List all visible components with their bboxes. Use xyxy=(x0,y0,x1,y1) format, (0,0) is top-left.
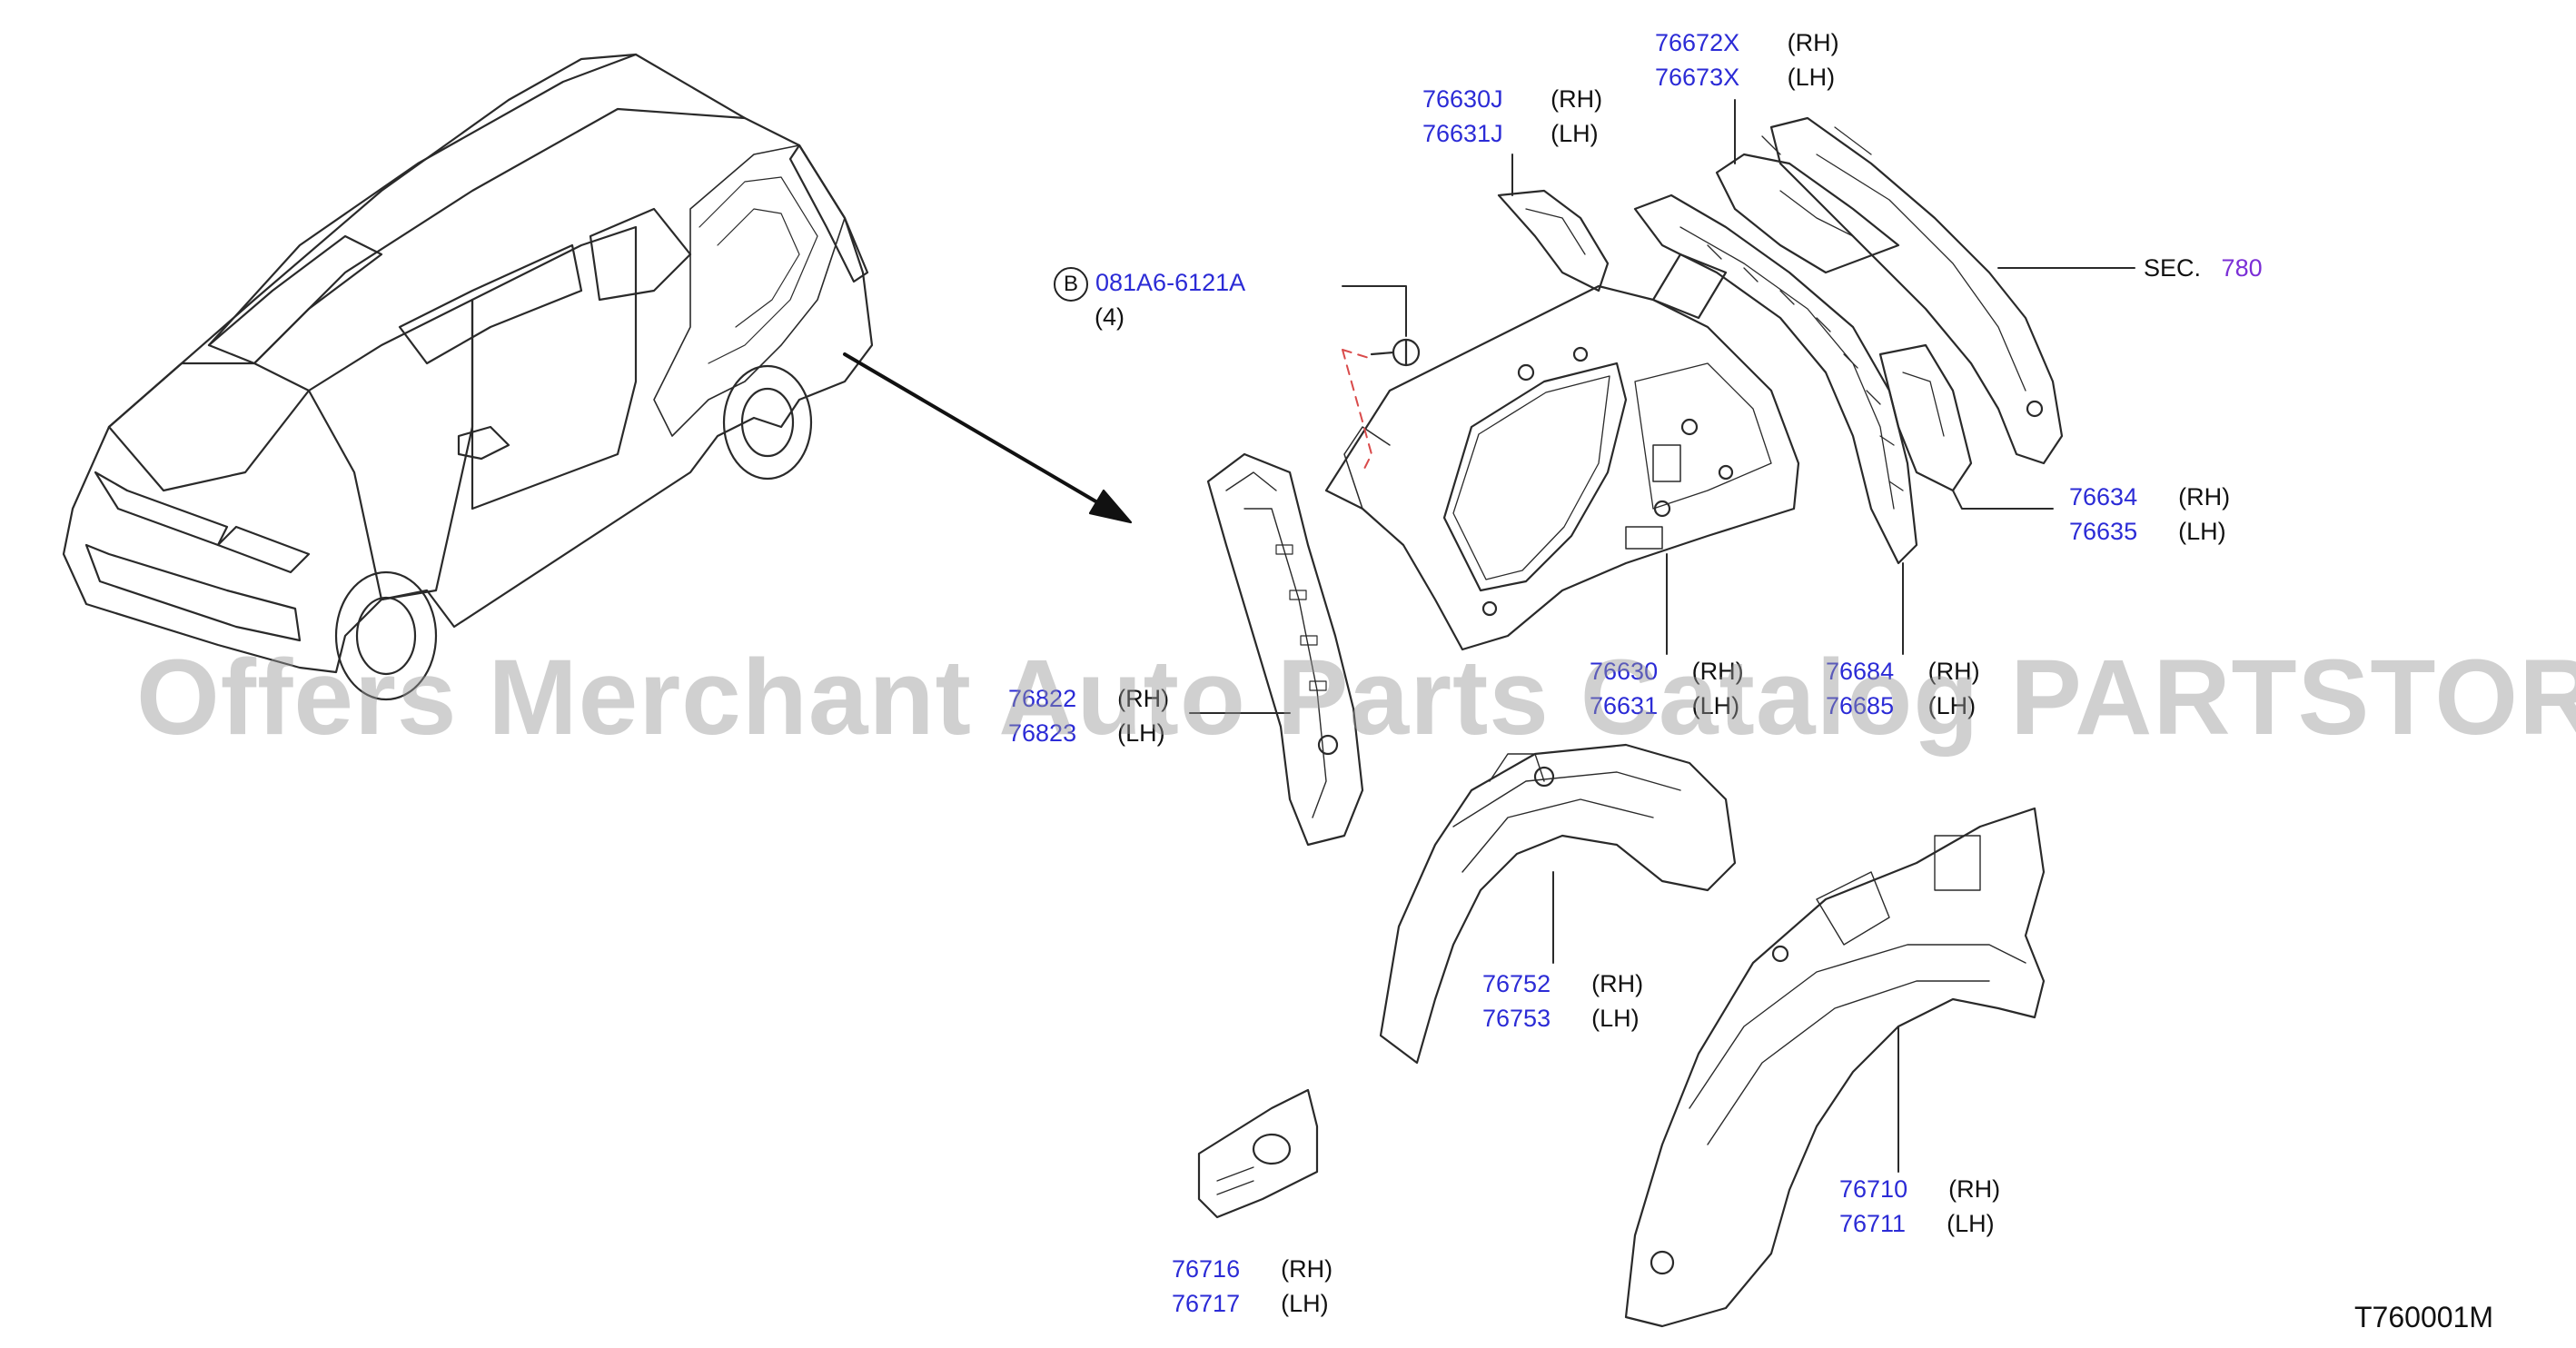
leader-lines xyxy=(1189,99,2135,1173)
side-tag-rh: (RH) xyxy=(1591,970,1644,997)
part-number-lh[interactable]: 76717 xyxy=(1172,1290,1241,1317)
callout-76630J: 76630J (RH) 76631J (LH) xyxy=(1422,82,1602,151)
vehicle-side-window-rear xyxy=(589,207,692,302)
part-number-rh[interactable]: 76684 xyxy=(1826,658,1895,685)
vehicle-rear-wheel xyxy=(722,364,813,481)
part-wheelhouse-outer xyxy=(1379,743,1737,1065)
part-roof-rail-panel xyxy=(1715,126,1900,274)
diagram-code: T760001M xyxy=(2354,1301,2493,1333)
part-number-lh[interactable]: 76631 xyxy=(1590,692,1659,719)
part-number-rh[interactable]: 76716 xyxy=(1172,1255,1241,1283)
side-tag-lh: (LH) xyxy=(1947,1210,1995,1237)
vehicle-side-window-front xyxy=(398,243,583,365)
part-number-rh[interactable]: 76710 xyxy=(1839,1175,1908,1203)
part-number-lh[interactable]: 76823 xyxy=(1008,719,1077,747)
callout-76822: 76822 (RH) 76823 (LH) xyxy=(1008,681,1169,750)
fastener-quantity: (4) xyxy=(1095,303,1125,331)
part-number-lh[interactable]: 76631J xyxy=(1422,120,1503,147)
section-word: SEC. xyxy=(2144,254,2202,282)
callout-76634: 76634 (RH) 76635 (LH) xyxy=(2069,480,2230,549)
vehicle-front-wheel-hub xyxy=(355,596,417,676)
part-upper-bracket xyxy=(1497,189,1610,292)
callout-76716: 76716 (RH) 76717 (LH) xyxy=(1172,1252,1333,1321)
vehicle-grille xyxy=(94,471,229,547)
part-number-rh[interactable]: 76752 xyxy=(1482,970,1551,997)
part-number-lh[interactable]: 76711 xyxy=(1839,1210,1907,1237)
part-gutter-strip xyxy=(1633,193,1918,565)
vehicle-rear-wheel-hub xyxy=(740,387,795,458)
vehicle-rear-inner-highlight xyxy=(653,144,846,437)
vehicle-hood xyxy=(107,362,311,492)
side-tag-rh: (RH) xyxy=(1948,1175,2001,1203)
part-back-door-frame xyxy=(1769,116,2064,465)
side-tag-lh: (LH) xyxy=(1591,1005,1640,1032)
side-tag-rh: (RH) xyxy=(2178,483,2231,510)
vehicle-rear-inner-detail xyxy=(698,176,818,364)
side-tag-lh: (LH) xyxy=(2178,518,2226,545)
vehicle-windshield xyxy=(207,234,383,365)
callout-76672X: 76672X (RH) 76673X (LH) xyxy=(1655,25,1839,94)
fastener-marker: B xyxy=(1054,267,1088,302)
side-tag-lh: (LH) xyxy=(1927,692,1977,719)
part-number-lh[interactable]: 76685 xyxy=(1826,692,1895,719)
vehicle-rear-door xyxy=(471,225,638,510)
vehicle-illustration xyxy=(62,53,874,701)
part-number-rh[interactable]: 76630 xyxy=(1590,658,1659,685)
part-number-lh[interactable]: 76753 xyxy=(1482,1005,1551,1032)
callout-76752: 76752 (RH) 76753 (LH) xyxy=(1482,966,1643,1036)
part-small-plate xyxy=(1197,1088,1319,1219)
side-tag-lh: (LH) xyxy=(1787,64,1836,91)
side-tag-rh: (RH) xyxy=(1281,1255,1333,1283)
fastener-part-number[interactable]: 081A6-6121A xyxy=(1095,269,1246,297)
vehicle-front-door xyxy=(307,298,474,601)
section-number[interactable]: 780 xyxy=(2221,254,2263,282)
side-tag-rh: (RH) xyxy=(1551,85,1603,113)
side-tag-lh: (LH) xyxy=(1691,692,1740,719)
vehicle-roof-line xyxy=(207,53,638,347)
part-number-lh[interactable]: 76635 xyxy=(2069,518,2138,545)
callout-76684: 76684 (RH) 76685 (LH) xyxy=(1826,654,1980,723)
callout-76710: 76710 (RH) 76711 (LH) xyxy=(1839,1172,2000,1241)
part-number-lh[interactable]: 76673X xyxy=(1655,64,1740,91)
pointer-arrow xyxy=(843,352,1133,524)
side-tag-lh: (LH) xyxy=(1117,719,1165,747)
vehicle-rear-glass xyxy=(788,144,869,283)
part-quarter-inner-panel xyxy=(1324,253,1800,651)
bolt-icon xyxy=(1370,338,1421,367)
callout-76630: 76630 (RH) 76631 (LH) xyxy=(1590,654,1744,723)
part-rear-pillar xyxy=(1206,452,1364,847)
side-tag-lh: (LH) xyxy=(1551,120,1599,147)
side-tag-rh: (RH) xyxy=(1787,29,1839,56)
fastener-guide-dashed xyxy=(1342,349,1372,473)
side-tag-lh: (LH) xyxy=(1281,1290,1329,1317)
side-tag-rh: (RH) xyxy=(1691,658,1744,685)
vehicle-rear-inner-detail-2 xyxy=(717,208,800,328)
vehicle-headlight xyxy=(216,525,311,574)
part-wheelhouse-inner xyxy=(1624,807,2046,1328)
side-tag-rh: (RH) xyxy=(1927,658,1980,685)
vehicle-bumper xyxy=(84,543,302,642)
vehicle-roof-line-2 xyxy=(253,107,747,365)
vehicle-front-wheel xyxy=(334,570,438,701)
vehicle-body-outline xyxy=(62,53,874,674)
section-reference: SEC. 780 xyxy=(2144,254,2263,282)
vehicle-mirror xyxy=(457,425,510,461)
part-number-rh[interactable]: 76634 xyxy=(2069,483,2138,510)
part-number-rh[interactable]: 76630J xyxy=(1422,85,1503,113)
part-number-rh[interactable]: 76672X xyxy=(1655,29,1740,56)
side-tag-rh: (RH) xyxy=(1117,685,1170,712)
part-small-reinforcement xyxy=(1878,343,1973,492)
part-number-rh[interactable]: 76822 xyxy=(1008,685,1077,712)
